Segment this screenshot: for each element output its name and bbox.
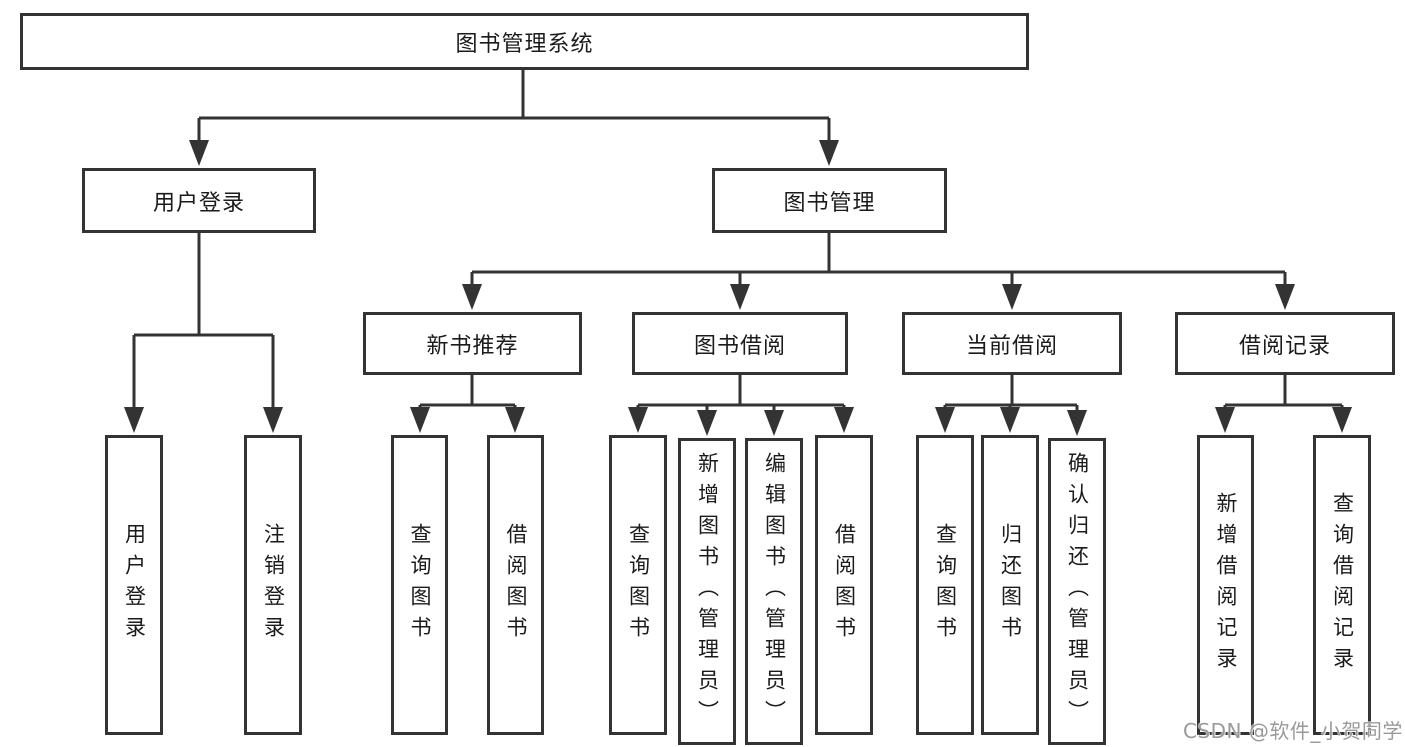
leaf-query-book-recommend-label: 查询图书 [408,523,432,647]
leaf-edit-book-admin: 编辑图书（管理员） [745,438,803,745]
arrow-down-icon [462,284,482,310]
arrow-down-icon [628,407,648,433]
node-root: 图书管理系统 [20,13,1029,70]
arrow-down-icon [834,407,854,433]
node-current-borrow: 当前借阅 [902,312,1122,375]
node-book-borrow-label: 图书借阅 [693,333,786,359]
leaf-borrow-book-recommend-label: 借阅图书 [504,523,528,647]
connector-user-login-to-children [132,233,275,410]
node-book-management: 图书管理 [712,168,947,233]
connector-borrow-record-to-children [1223,375,1344,412]
node-book-management-label: 图书管理 [783,190,876,216]
leaf-borrow-book-recommend: 借阅图书 [487,435,544,735]
leaf-query-borrow-record-label: 查询借阅记录 [1330,492,1355,678]
arrow-down-icon [189,140,209,166]
arrow-down-icon [1000,407,1020,433]
leaf-user-login-label: 用户登录 [122,523,147,647]
arrow-down-icon [410,407,430,433]
leaf-query-book-current-label: 查询图书 [933,523,958,647]
node-borrow-record-label: 借阅记录 [1238,333,1331,359]
arrow-down-icon [505,407,525,433]
connector-root-to-level2 [197,70,831,144]
leaf-confirm-return-admin: 确认归还（管理员） [1048,438,1106,745]
leaf-query-book-borrow: 查询图书 [609,435,667,735]
arrow-down-icon [124,407,144,433]
leaf-add-book-admin-label: 新增图书（管理员） [695,452,720,731]
leaf-return-book: 归还图书 [981,435,1039,735]
leaf-return-book-label: 归还图书 [998,523,1023,647]
leaf-add-borrow-record-label: 新增借阅记录 [1214,492,1238,678]
leaf-query-book-current: 查询图书 [916,435,974,735]
arrow-down-icon [819,140,839,166]
connector-book-borrow-to-children [636,375,846,414]
leaf-user-login: 用户登录 [105,435,163,735]
arrowheads [124,140,1352,436]
node-user-login: 用户登录 [82,168,316,233]
connector-book-mgmt-to-level3 [470,233,1287,288]
watermark: CSDN @软件_小贺同学 [1183,719,1403,743]
node-new-book-recommend-label: 新书推荐 [426,333,519,359]
arrow-down-icon [1002,284,1022,310]
node-root-label: 图书管理系统 [455,31,594,57]
arrow-down-icon [697,410,717,436]
leaf-add-borrow-record: 新增借阅记录 [1197,435,1254,735]
arrow-down-icon [1275,284,1295,310]
arrow-down-icon [263,407,283,433]
arrow-down-icon [730,284,750,310]
leaf-borrow-book: 借阅图书 [815,435,873,735]
leaf-borrow-book-label: 借阅图书 [832,523,857,647]
arrow-down-icon [1067,410,1087,436]
leaf-logout: 注销登录 [244,435,302,735]
leaf-logout-label: 注销登录 [261,523,286,647]
leaf-query-book-recommend: 查询图书 [391,435,448,735]
leaf-query-book-borrow-label: 查询图书 [626,523,651,647]
leaf-query-borrow-record: 查询借阅记录 [1313,435,1371,735]
leaf-confirm-return-admin-label: 确认归还（管理员） [1065,452,1090,731]
node-new-book-recommend: 新书推荐 [363,312,582,375]
connector-new-book-rec-to-children [418,375,517,412]
node-user-login-label: 用户登录 [152,190,245,216]
node-book-borrow: 图书借阅 [632,312,848,375]
arrow-down-icon [1332,407,1352,433]
leaf-add-book-admin: 新增图书（管理员） [678,438,736,745]
leaf-edit-book-admin-label: 编辑图书（管理员） [762,452,787,731]
node-current-borrow-label: 当前借阅 [965,333,1058,359]
arrow-down-icon [1215,407,1235,433]
node-borrow-record: 借阅记录 [1175,312,1395,375]
arrow-down-icon [935,407,955,433]
arrow-down-icon [764,410,784,436]
